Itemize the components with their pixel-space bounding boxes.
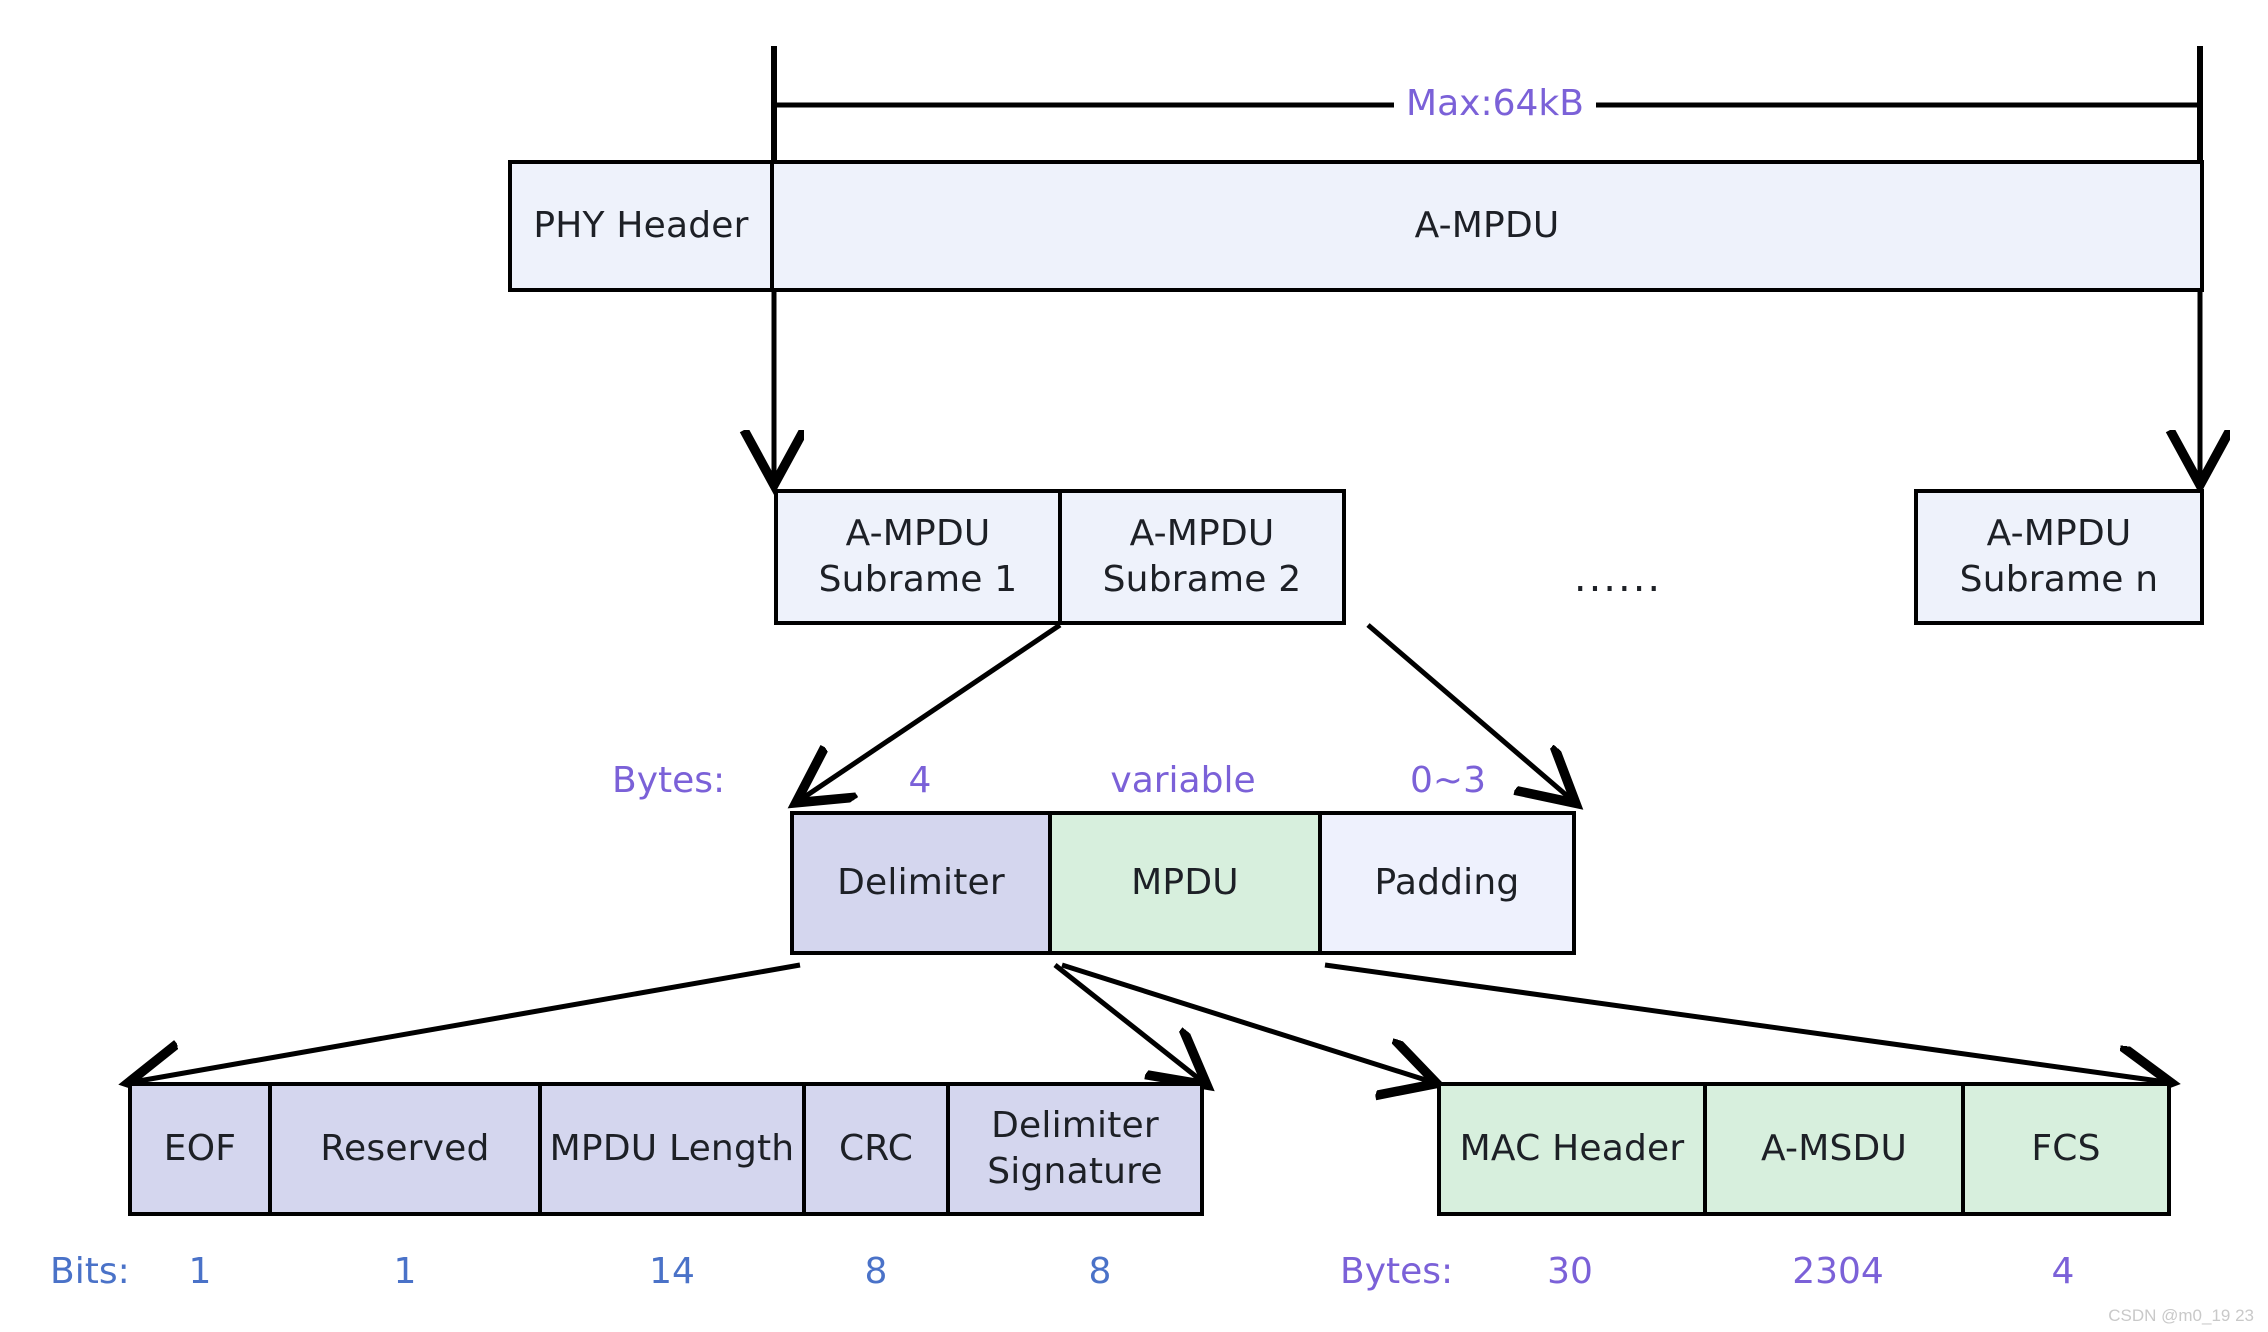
ampdu-box[interactable]: A-MPDU [770,160,2204,292]
ampdu-subframe-2-line2: Subrame 2 [1102,559,1302,600]
padding-box[interactable]: Padding [1318,811,1576,955]
subframe-ellipsis: ...... [1573,555,1663,601]
amsdu-label: A-MSDU [1760,1127,1907,1169]
watermark: CSDN @m0_19 23 [2108,1306,2254,1325]
mpdu-size-label: variable [1110,760,1256,801]
amsdu-box[interactable]: A-MSDU [1703,1082,1965,1216]
mpdu-box[interactable]: MPDU [1048,811,1322,955]
mpdu-length-label: MPDU Length [549,1127,795,1169]
delimiter-signature-box[interactable]: Delimiter Signature [946,1082,1204,1216]
mac-header-box[interactable]: MAC Header [1437,1082,1707,1216]
delimiter-signature-line1: Delimiter [991,1104,1159,1146]
max-span-label: Max:64kB [1406,83,1584,124]
ampdu-subframe-n-box[interactable]: A-MPDU Subrame n [1914,489,2204,625]
mac-header-label: MAC Header [1459,1127,1685,1169]
delimiter-signature-line2: Signature [987,1151,1163,1192]
eof-box[interactable]: EOF [128,1082,272,1216]
ampdu-subframe-1-line2: Subrame 1 [818,559,1018,600]
crc-box[interactable]: CRC [802,1082,950,1216]
mpdu-expand-right [1324,962,2166,1082]
mpdu-length-bits-label: 14 [649,1251,695,1292]
ampdu-subframe-2-line1: A-MPDU [1129,512,1275,554]
fcs-bytes-label: 4 [2051,1251,2075,1292]
fcs-box[interactable]: FCS [1961,1082,2171,1216]
mpdu-label: MPDU [1131,861,1239,903]
padding-size-label: 0~3 [1410,760,1486,801]
ampdu-subframe-2-box[interactable]: A-MPDU Subrame 2 [1058,489,1346,625]
ampdu-label: A-MPDU [1414,204,1560,246]
delimiter-size-label: 4 [908,760,932,801]
mpdu-detail-unit-label: Bytes: [1340,1251,1454,1292]
eof-label: EOF [163,1127,237,1169]
ampdu-subframe-1-box[interactable]: A-MPDU Subrame 1 [774,489,1062,625]
ampdu-subframe-n-line2: Subrame n [1959,559,2159,600]
phy-header-box[interactable]: PHY Header [508,160,774,292]
mpdu-expand-left [1061,962,1432,1082]
delimiter-signature-bits-label: 8 [1088,1251,1112,1292]
padding-label: Padding [1374,861,1520,903]
crc-bits-label: 8 [864,1251,888,1292]
fcs-label: FCS [2031,1127,2101,1169]
ampdu-subframe-1-line1: A-MPDU [845,512,991,554]
subframe-detail-unit-label: Bytes: [612,760,726,801]
delimiter-expand-right [1053,963,1203,1082]
mac-header-bytes-label: 30 [1547,1251,1593,1292]
delimiter-box[interactable]: Delimiter [790,811,1052,955]
reserved-bits-label: 1 [393,1251,417,1292]
delimiter-detail-unit-label: Bits: [50,1251,130,1292]
eof-bits-label: 1 [188,1251,212,1292]
delimiter-label: Delimiter [837,861,1005,903]
mpdu-length-box[interactable]: MPDU Length [538,1082,806,1216]
crc-label: CRC [838,1127,914,1169]
reserved-label: Reserved [320,1127,490,1169]
delimiter-expand-left [133,962,801,1082]
reserved-box[interactable]: Reserved [268,1082,542,1216]
ampdu-subframe-n-line1: A-MPDU [1986,512,2132,554]
amsdu-bytes-label: 2304 [1792,1251,1884,1292]
phy-header-label: PHY Header [533,204,749,246]
